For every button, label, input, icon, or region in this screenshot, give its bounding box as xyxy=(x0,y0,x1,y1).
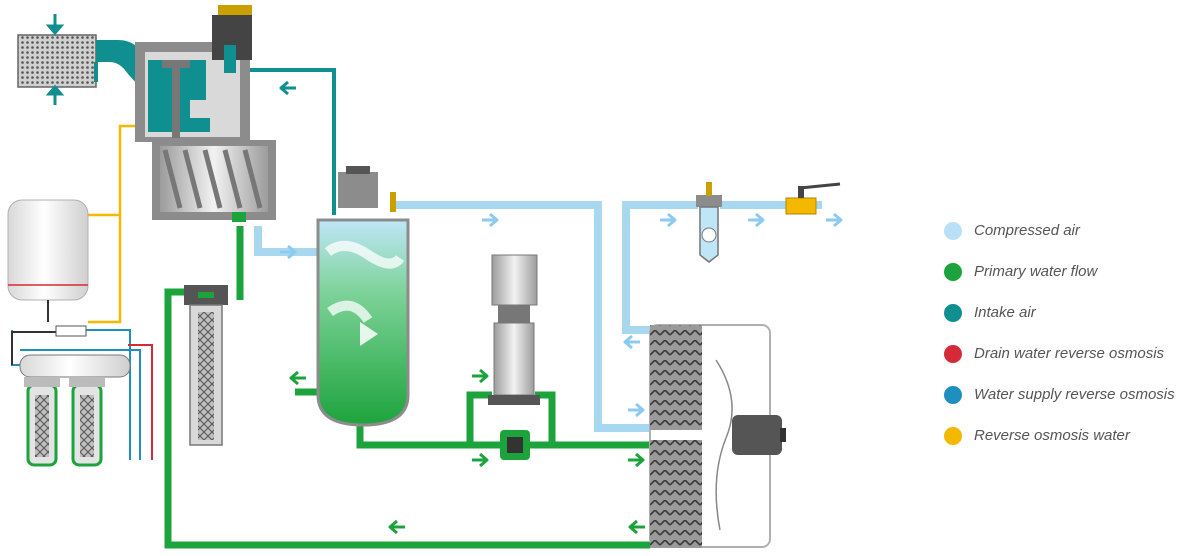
legend-swatch xyxy=(944,344,962,363)
compressed-air-arrows xyxy=(280,212,843,418)
legend-swatch xyxy=(944,303,962,322)
ball-valve-icon xyxy=(785,182,841,215)
inlet-valve-actuator-icon xyxy=(212,5,252,73)
legend-swatch xyxy=(944,385,962,404)
cooler-fan-icon xyxy=(649,324,786,548)
legend-swatch xyxy=(944,426,962,445)
primary-water-piping xyxy=(164,226,650,549)
air-intake-filter-icon xyxy=(17,34,168,98)
legend-label: Drain water reverse osmosis xyxy=(974,345,1165,362)
legend: Compressed air Primary water flow Intake… xyxy=(944,210,1204,456)
pressure-tank-icon xyxy=(7,199,89,322)
legend-item-ro-water: Reverse osmosis water xyxy=(944,415,1204,456)
compressed-air-piping xyxy=(254,201,822,432)
water-pump-icon xyxy=(488,254,540,460)
legend-item-compressed-air: Compressed air xyxy=(944,210,1204,251)
legend-item-intake-air: Intake air xyxy=(944,292,1204,333)
intake-air-piping xyxy=(248,68,336,215)
legend-label: Reverse osmosis water xyxy=(974,427,1130,444)
intake-arrows xyxy=(45,14,132,105)
compressed-air-filter-icon xyxy=(696,182,722,263)
legend-label: Intake air xyxy=(974,304,1036,321)
legend-swatch xyxy=(944,221,962,240)
legend-item-primary-water-flow: Primary water flow xyxy=(944,251,1204,292)
screw-compressor-icon xyxy=(135,42,276,222)
primary-water-arrows xyxy=(289,368,645,535)
legend-label: Compressed air xyxy=(974,222,1080,239)
water-injected-compressor-diagram xyxy=(7,5,843,549)
water-filter-icon xyxy=(184,285,228,446)
water-separator-tank-icon xyxy=(316,166,410,427)
legend-item-drain-water: Drain water reverse osmosis xyxy=(944,333,1204,374)
reverse-osmosis-unit-icon xyxy=(19,325,131,467)
intake-air-arrows xyxy=(279,80,296,96)
legend-swatch xyxy=(944,262,962,281)
legend-label: Water supply reverse osmosis xyxy=(974,386,1175,403)
reverse-osmosis-water-piping xyxy=(88,124,150,324)
legend-item-water-supply: Water supply reverse osmosis xyxy=(944,374,1204,415)
legend-label: Primary water flow xyxy=(974,263,1098,280)
